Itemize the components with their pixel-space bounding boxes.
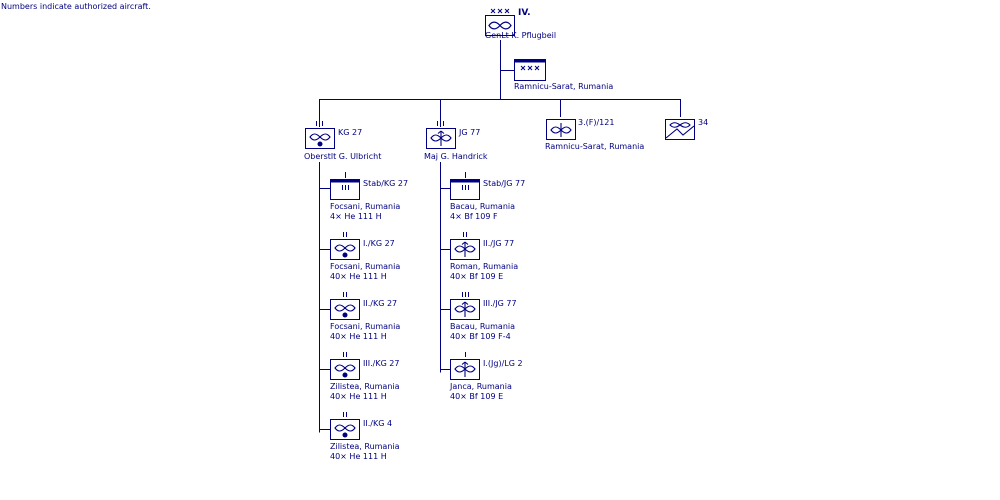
subunit-aircraft: 40× Bf 109 E	[450, 392, 504, 401]
recon-name: 3.(F)/121	[578, 118, 615, 127]
hq-symbol	[514, 59, 546, 81]
echelon-marks-iii	[437, 121, 444, 126]
subunit-location: Focsani, Rumania	[330, 322, 401, 331]
staff-flag-icon	[462, 185, 469, 190]
subunit-name: III./KG 27	[363, 359, 400, 368]
echelon-marks-iii	[316, 121, 323, 126]
subunit-location: Janca, Rumania	[450, 382, 512, 391]
subunit-name: Stab/KG 27	[363, 179, 409, 188]
fighter-icon	[454, 361, 476, 377]
subunit-i-jg-lg2	[440, 352, 480, 380]
jg77-name: JG 77	[459, 128, 481, 137]
subunit-iii-jg77	[440, 292, 480, 320]
subunit-location: Focsani, Rumania	[330, 202, 401, 211]
subunit-ii-jg77	[440, 232, 480, 260]
subunit-aircraft: 4× Bf 109 F	[450, 212, 498, 221]
subunit-aircraft: 40× Bf 109 E	[450, 272, 504, 281]
echelon-marks-xxx	[490, 8, 510, 14]
jg77-subunits	[440, 172, 480, 380]
subunit-i-kg27	[319, 232, 360, 260]
subunit-name: II./KG 4	[363, 419, 393, 428]
hq-bar	[514, 59, 546, 63]
subunit-name: II./JG 77	[483, 239, 515, 248]
subunit-ii-kg4	[319, 412, 360, 440]
subunit-name: III./JG 77	[483, 299, 517, 308]
recon-location: Ramnicu-Sarat, Rumania	[545, 142, 645, 151]
subunit-location: Bacau, Rumania	[450, 202, 516, 211]
subunit-aircraft: 40× Bf 109 F-4	[450, 332, 511, 341]
fighter-icon	[454, 301, 476, 317]
recon-symbol	[546, 119, 576, 140]
subunit-aircraft: 40× He 111 H	[330, 332, 387, 341]
kg27-name: KG 27	[338, 128, 363, 137]
subunit-iii-kg27	[319, 352, 360, 380]
kg27-symbol	[305, 121, 335, 149]
bomber-icon	[334, 304, 356, 318]
subunit-aircraft: 4× He 111 H	[330, 212, 382, 221]
subunit-aircraft: 40× He 111 H	[330, 452, 387, 461]
subunit-location: Focsani, Rumania	[330, 262, 401, 271]
legend-note: Numbers indicate authorized aircraft.	[1, 2, 151, 11]
fighter-icon	[430, 130, 452, 146]
kg27-subunits	[319, 172, 360, 440]
kg27-commander: Oberstlt G. Ulbricht	[304, 152, 382, 161]
bomber-icon	[309, 133, 331, 147]
jg77-commander: Maj G. Handrick	[424, 152, 488, 161]
bomber-icon	[334, 424, 356, 438]
hq-frame	[514, 59, 546, 81]
command-symbol	[485, 8, 515, 36]
subunit-stab-jg77	[440, 172, 480, 200]
fighter-icon	[454, 241, 476, 257]
subunit-location: Zilistea, Rumania	[330, 442, 400, 451]
signal-symbol	[665, 119, 695, 140]
subunit-aircraft: 40× He 111 H	[330, 392, 387, 401]
subunit-stab-kg27	[319, 172, 360, 200]
subunit-location: Bacau, Rumania	[450, 322, 516, 331]
recon-icon	[550, 123, 572, 137]
subunit-aircraft: 40× He 111 H	[330, 272, 387, 281]
hq-location: Ramnicu-Sarat, Rumania	[514, 82, 614, 91]
subunit-location: Roman, Rumania	[450, 262, 519, 271]
command-designation: IV.	[518, 8, 531, 18]
bomber-icon	[334, 364, 356, 378]
connector-lines	[319, 40, 681, 433]
signal-name: 34	[698, 118, 709, 127]
staff-flag-icon	[342, 185, 349, 190]
subunit-location: Zilistea, Rumania	[330, 382, 400, 391]
air-corps-icon	[488, 21, 512, 30]
signal-icon	[665, 122, 695, 139]
subunit-name: Stab/JG 77	[483, 179, 526, 188]
command-commander: GenLt K. Pflugbeil	[485, 31, 557, 40]
subunit-name: II./KG 27	[363, 299, 398, 308]
subunit-ii-kg27	[319, 292, 360, 320]
subunit-name: I./KG 27	[363, 239, 395, 248]
jg77-symbol	[426, 121, 456, 149]
bomber-icon	[334, 244, 356, 258]
subunit-name: I.(Jg)/LG 2	[483, 359, 523, 368]
corps-hq-flag-icon	[520, 65, 540, 71]
